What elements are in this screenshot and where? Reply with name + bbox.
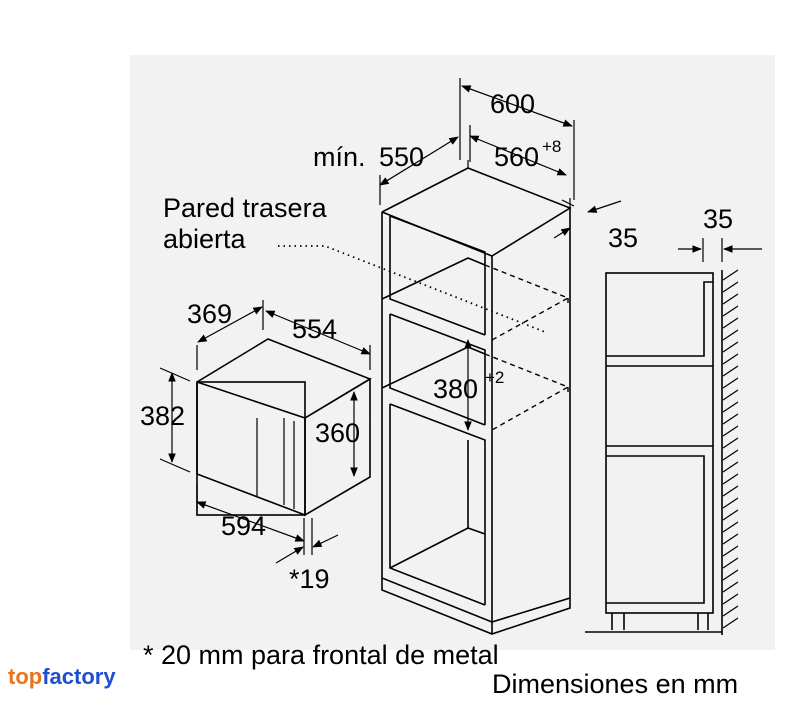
topfactory-logo: topfactory	[8, 664, 116, 690]
label-frontal-19: *19	[289, 564, 330, 594]
logo-part-factory: factory	[42, 664, 116, 689]
logo-part-top: top	[8, 664, 43, 689]
label-pared-line1: Pared trasera	[163, 193, 328, 223]
wall-hatching	[722, 269, 739, 629]
label-microwave-360: 360	[315, 418, 360, 448]
side-section-drawing	[585, 238, 762, 635]
label-niche-380-tolerance: +2	[485, 368, 504, 387]
background-panel	[130, 55, 775, 650]
label-microwave-369: 369	[187, 299, 232, 329]
label-min-550: 550	[379, 142, 424, 172]
footnote-metal-front: * 20 mm para frontal de metal	[143, 640, 499, 670]
label-width-600: 600	[490, 89, 535, 119]
label-microwave-554: 554	[292, 314, 337, 344]
label-gap-35: 35	[608, 223, 638, 253]
label-depth-560: 560	[494, 142, 539, 172]
label-wall-35: 35	[703, 204, 733, 234]
label-microwave-594: 594	[221, 511, 266, 541]
microwave-dimensions	[159, 300, 371, 564]
label-depth-560-tolerance: +8	[542, 137, 561, 156]
cabinet-dimensions	[278, 78, 622, 431]
label-niche-380: 380	[433, 374, 478, 404]
label-pared-line2: abierta	[163, 224, 247, 254]
tall-cabinet-drawing	[381, 160, 575, 635]
label-microwave-382: 382	[140, 401, 185, 431]
units-caption: Dimensiones en mm	[492, 669, 738, 699]
label-min-prefix: mín.	[313, 142, 366, 172]
